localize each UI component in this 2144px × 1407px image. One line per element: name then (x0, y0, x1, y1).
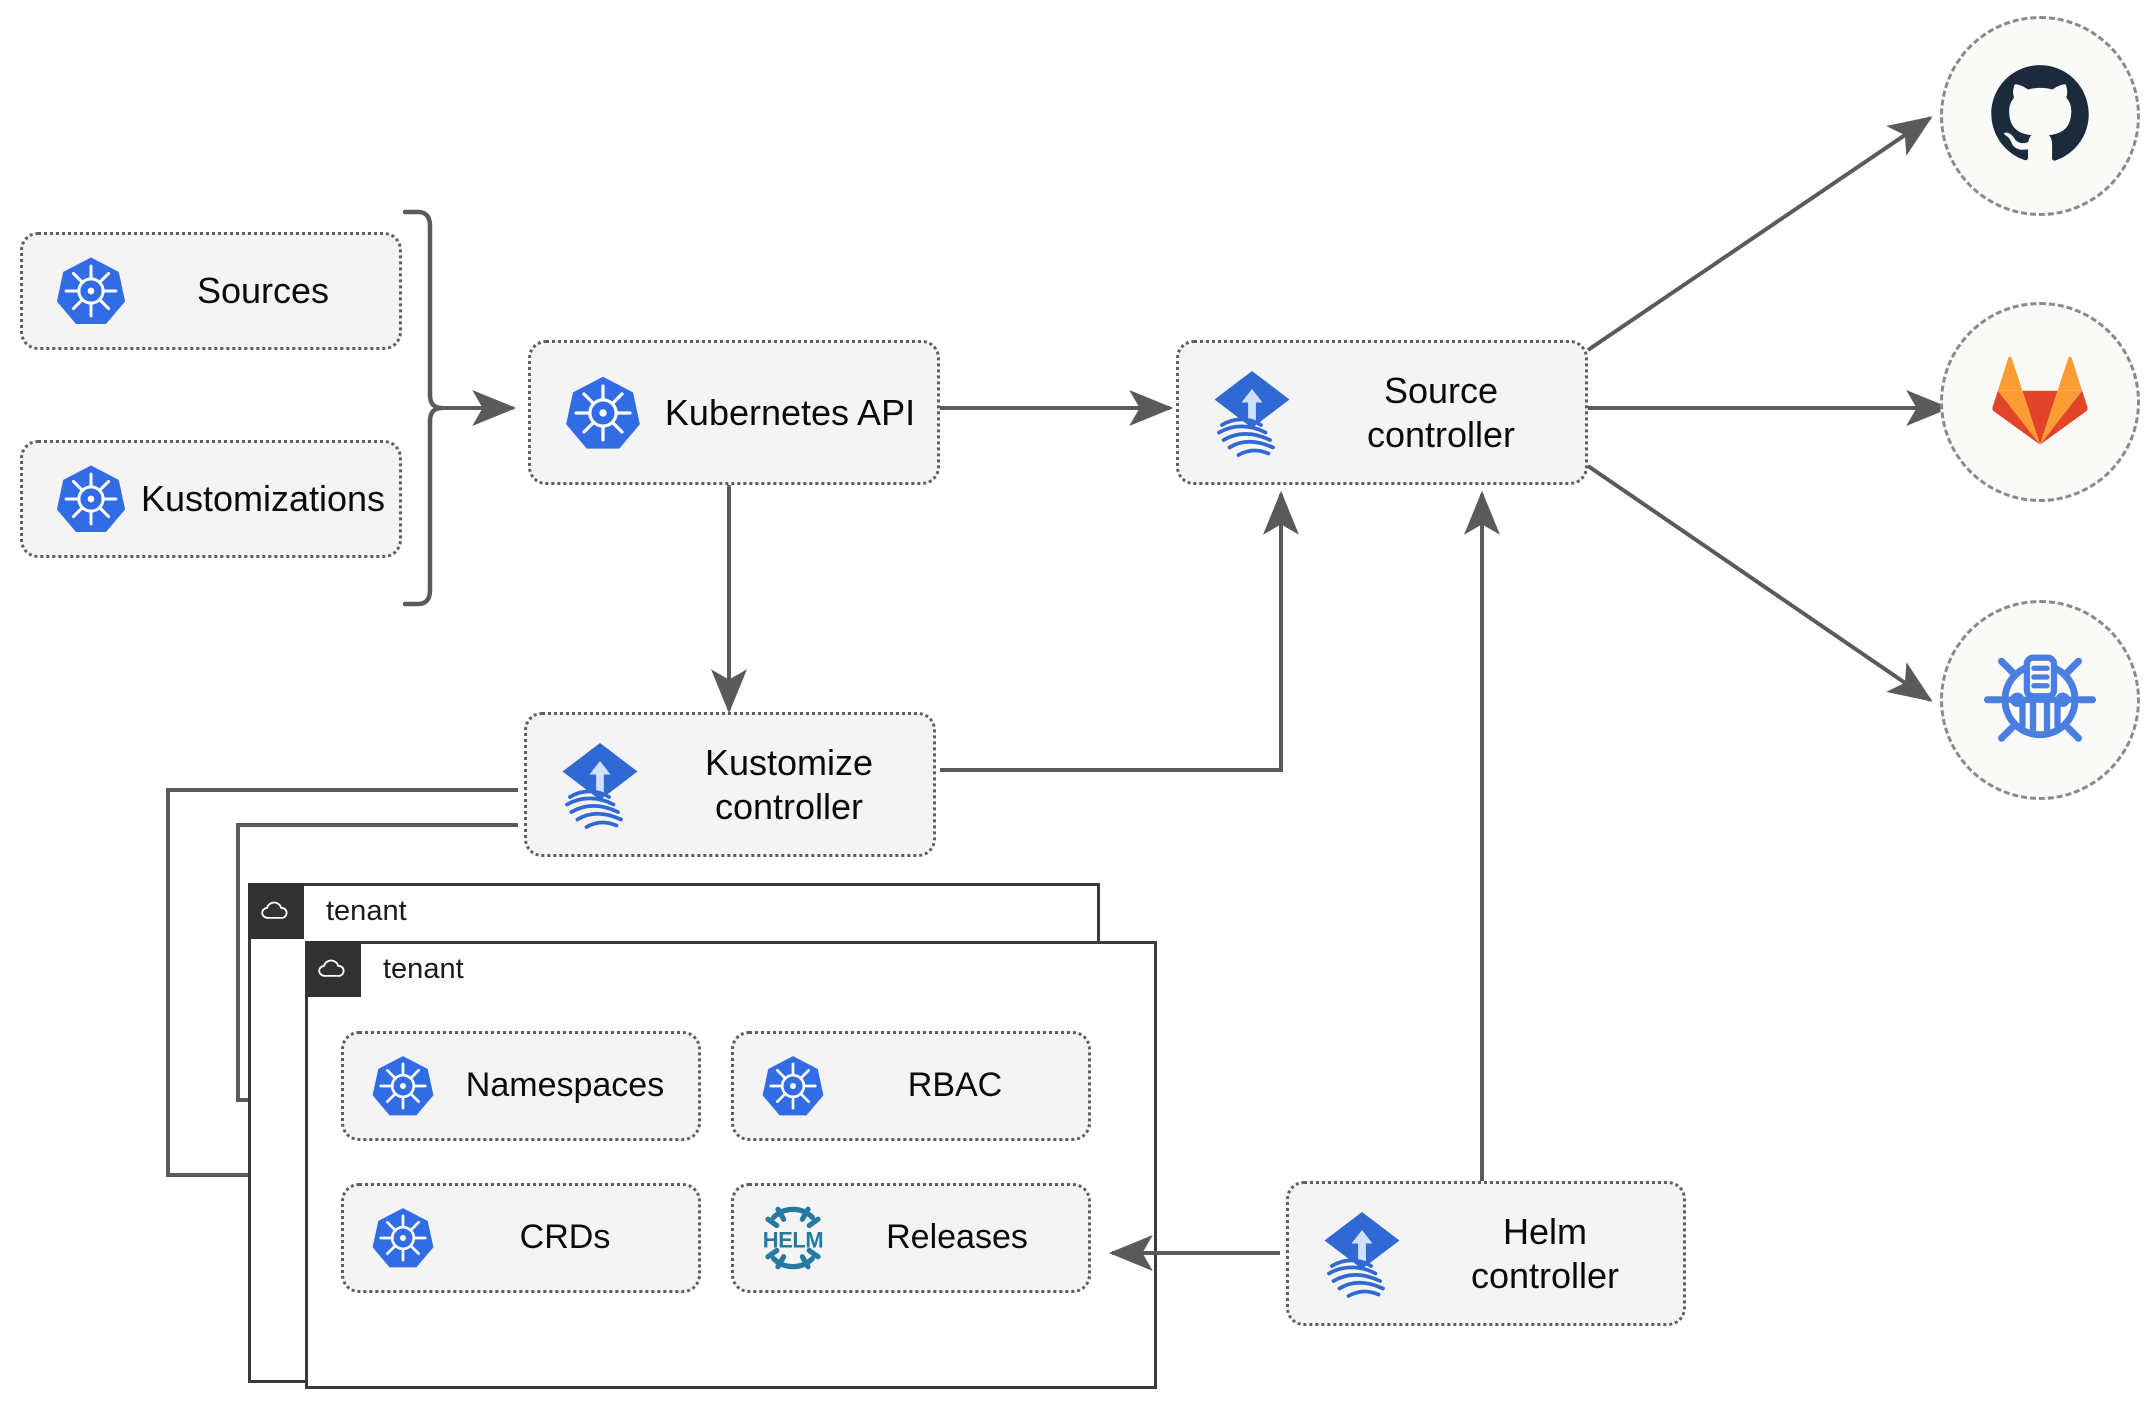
kubernetes-icon (364, 1199, 442, 1277)
provider-gitlab[interactable] (1940, 302, 2140, 502)
node-sources[interactable]: Sources (20, 232, 402, 350)
node-label: RBAC (907, 1066, 1003, 1105)
kubernetes-icon (553, 363, 653, 463)
flux-icon (545, 730, 655, 840)
helm-repository-icon (1984, 642, 2096, 759)
kubernetes-icon (754, 1047, 832, 1125)
kubernetes-icon (45, 453, 137, 545)
provider-helm-repository[interactable] (1940, 600, 2140, 800)
cloud-icon (305, 941, 361, 997)
node-label: Sources (196, 270, 330, 312)
node-label: Kubernetes API (664, 391, 916, 433)
gitlab-icon (1985, 345, 2095, 460)
tenant-label: tenant (326, 894, 407, 927)
tenant-container-front[interactable]: tenant (305, 941, 1157, 1389)
tenant-header: tenant (248, 883, 407, 939)
node-releases[interactable]: HELM Releases (731, 1183, 1091, 1293)
node-label: CRDs (519, 1218, 611, 1257)
cloud-icon (248, 883, 304, 939)
node-kustomize-controller[interactable]: Kustomize controller (524, 712, 936, 857)
node-label: Releases (886, 1218, 1028, 1257)
node-kubernetes-api[interactable]: Kubernetes API (528, 340, 940, 485)
node-crds[interactable]: CRDs (341, 1183, 701, 1293)
svg-text:HELM: HELM (763, 1227, 823, 1252)
kubernetes-icon (364, 1047, 442, 1125)
node-label: Namespaces (465, 1066, 665, 1105)
flux-icon (1307, 1199, 1417, 1309)
node-rbac[interactable]: RBAC (731, 1031, 1091, 1141)
github-icon (1981, 55, 2099, 178)
provider-github[interactable] (1940, 16, 2140, 216)
tenant-header: tenant (305, 941, 464, 997)
helm-icon: HELM (750, 1195, 836, 1281)
node-label: Helm controller (1470, 1210, 1620, 1296)
node-label: Kustomizations (140, 478, 386, 520)
node-label: Kustomize controller (704, 741, 874, 827)
kubernetes-icon (45, 245, 137, 337)
node-kustomizations[interactable]: Kustomizations (20, 440, 402, 558)
node-namespaces[interactable]: Namespaces (341, 1031, 701, 1141)
node-helm-controller[interactable]: Helm controller (1286, 1181, 1686, 1326)
tenant-label: tenant (383, 952, 464, 985)
node-source-controller[interactable]: Source controller (1176, 340, 1588, 485)
flux-icon (1197, 358, 1307, 468)
node-label: Source controller (1366, 369, 1516, 455)
